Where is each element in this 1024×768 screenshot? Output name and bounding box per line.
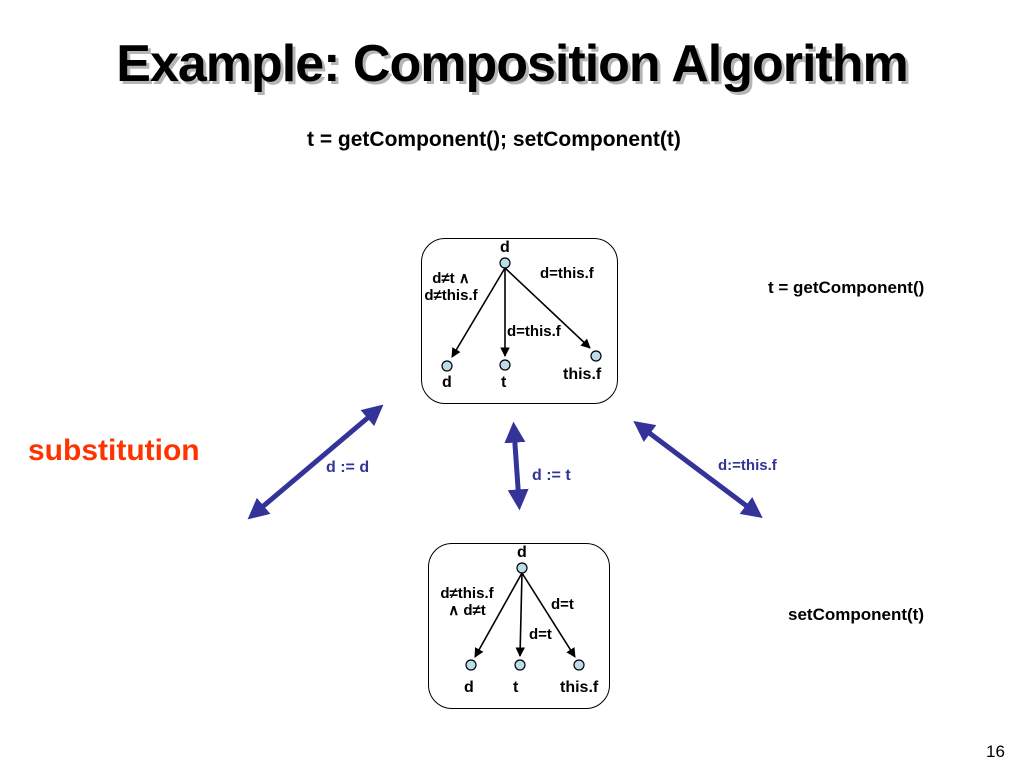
substitution-arrow-center <box>504 421 529 511</box>
top-tree-child-label-d: d <box>442 374 452 391</box>
top-tree-edge-left-label-line2: d≠this.f <box>424 287 478 304</box>
page-number: 16 <box>986 742 1005 761</box>
bottom-tree-edge-left-label-line2: ∧ d≠t <box>448 602 486 619</box>
top-tree-edge-left-label-line1: d≠t ∧ <box>432 270 470 287</box>
slide-title: Example: Composition Algorithm <box>116 35 908 93</box>
top-tree-root-label: d <box>500 239 510 256</box>
bottom-tree-edge-left-label-line1: d≠this.f <box>440 585 494 602</box>
top-tree-child-label-t: t <box>501 374 507 391</box>
bottom-tree-edge-middle-label: d=t <box>529 626 552 643</box>
bottom-tree-root-label: d <box>517 544 527 561</box>
get-component-label: t = getComponent() <box>768 278 925 297</box>
bottom-tree-child-label-d: d <box>464 679 474 696</box>
arrow-label-center: d := t <box>532 467 571 484</box>
top-tree-edge-right-label: d=this.f <box>540 265 594 282</box>
substitution-label: substitution <box>28 434 200 467</box>
bottom-tree-box <box>428 543 610 709</box>
top-tree-edge-left-label: d≠t ∧ d≠this.f <box>417 270 485 304</box>
top-tree-box <box>421 238 618 404</box>
bottom-tree-edge-right-label: d=t <box>551 596 574 613</box>
slide-subtitle: t = getComponent(); setComponent(t) <box>307 128 681 151</box>
bottom-tree-child-label-t: t <box>513 679 519 696</box>
bottom-tree-child-label-thisf: this.f <box>560 679 599 696</box>
set-component-label: setComponent(t) <box>788 605 924 624</box>
top-tree-edge-middle-label: d=this.f <box>507 323 561 340</box>
bottom-tree-edge-left-label: d≠this.f ∧ d≠t <box>430 585 504 619</box>
top-tree-child-label-thisf: this.f <box>563 366 602 383</box>
arrow-label-left: d := d <box>326 459 370 476</box>
arrow-label-right: d:=this.f <box>718 457 777 474</box>
